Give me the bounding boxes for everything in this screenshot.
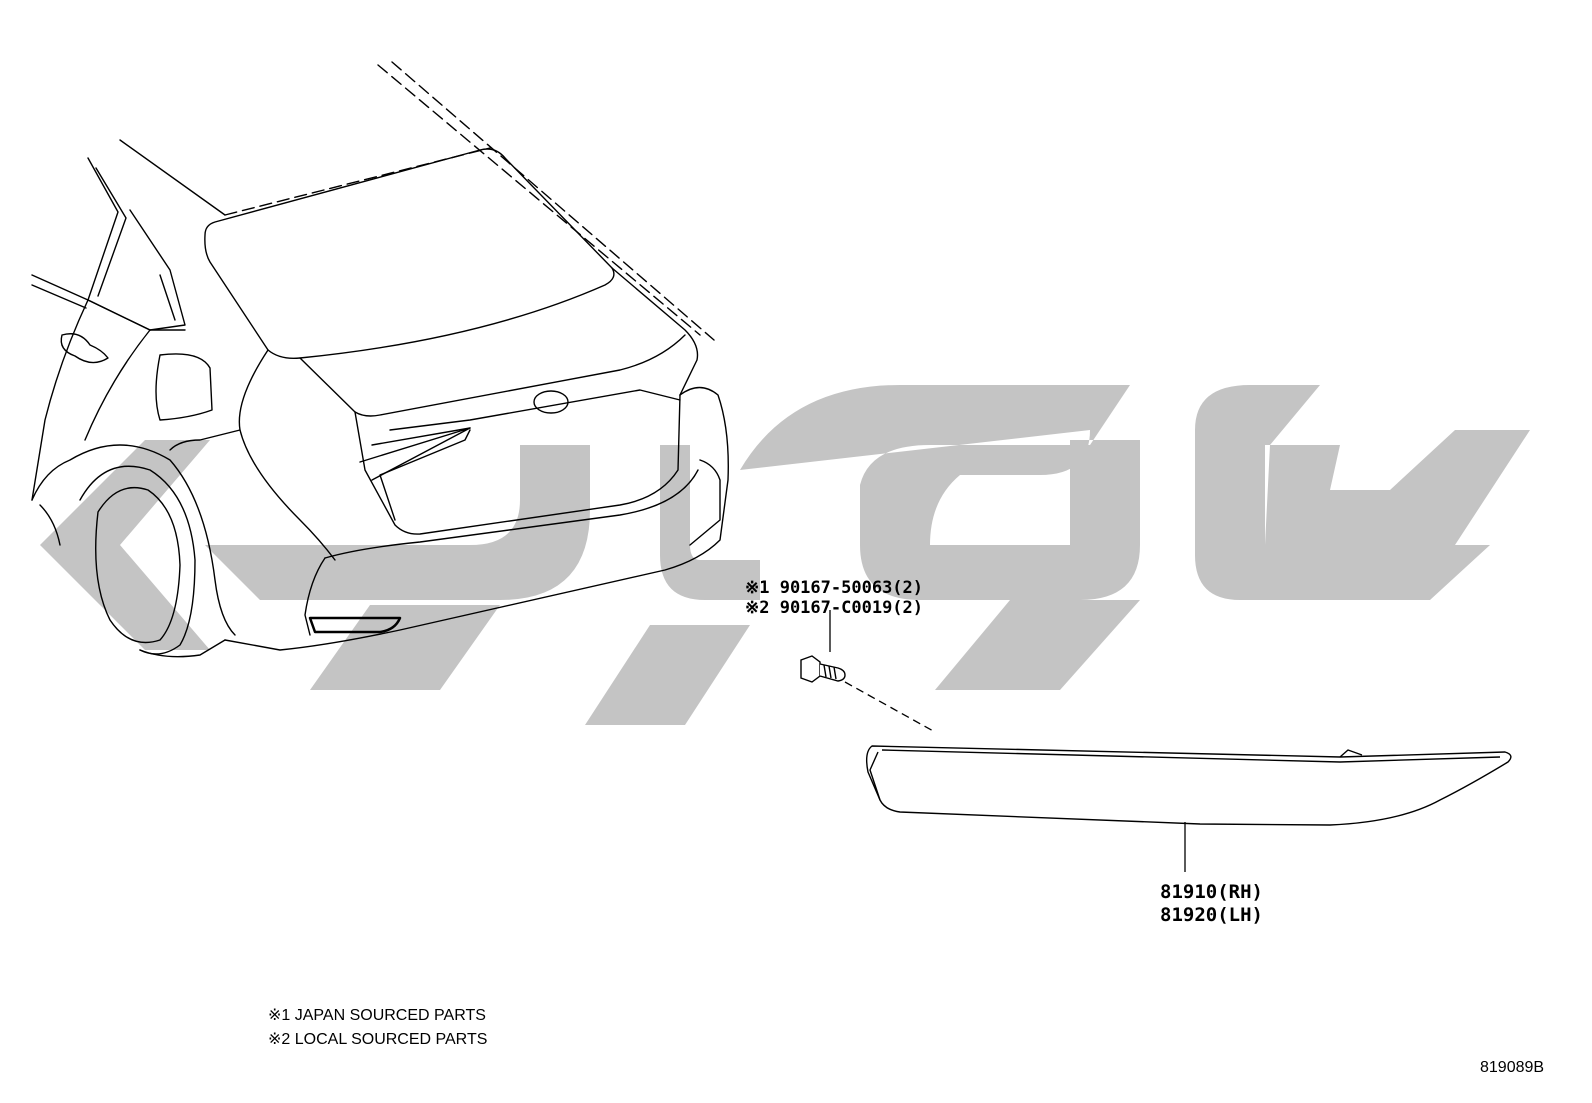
reflector-illustration — [865, 745, 1512, 826]
reflector-part-number-rh: 81910(RH) — [1160, 881, 1263, 903]
reflector-part-number-lh: 81920(LH) — [1160, 904, 1263, 926]
note-local-sourced: ※2 LOCAL SOURCED PARTS — [268, 1031, 488, 1048]
bolt-illustration — [800, 655, 846, 683]
car-rear-illustration — [31, 61, 729, 658]
fastener-part-number-1: ※1 90167-50063(2) — [745, 578, 924, 598]
leader-lines — [829, 610, 1186, 872]
figure-id: 819089B — [1480, 1059, 1545, 1076]
fastener-part-number-2: ※2 90167-C0019(2) — [745, 598, 924, 618]
watermark-logo — [40, 385, 1530, 725]
note-japan-sourced: ※1 JAPAN SOURCED PARTS — [268, 1007, 486, 1024]
